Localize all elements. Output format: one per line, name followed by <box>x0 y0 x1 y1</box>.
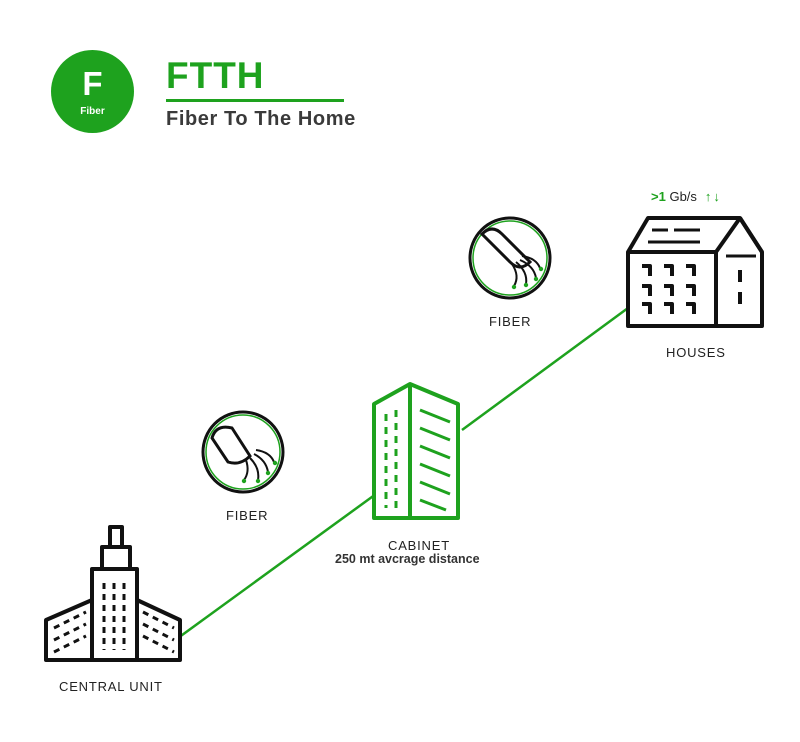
houses-label: HOUSES <box>666 345 726 360</box>
speed-indicator: >1 Gb/s ↑↓ <box>651 189 722 205</box>
cabinet-distance-label: 250 mt avcrage distance <box>335 552 480 566</box>
page-title: FTTH <box>166 55 265 96</box>
speed-value: >1 <box>651 189 666 204</box>
fiber-cable-icon <box>201 410 285 494</box>
title-underline <box>166 99 344 102</box>
logo-word: Fiber <box>80 106 105 117</box>
page-subtitle: Fiber To The Home <box>166 108 356 130</box>
fiber-label-upper: FIBER <box>489 314 532 329</box>
fiber-logo: F Fiber <box>51 50 134 133</box>
building-icon <box>44 525 182 662</box>
logo-letter: F <box>82 65 103 102</box>
fiber-cable-icon <box>468 216 552 300</box>
speed-unit: Gb/s <box>669 189 697 204</box>
fiber-link-cabinet-to-houses <box>461 306 629 432</box>
cabinet-label: CABINET <box>388 538 450 553</box>
house-icon <box>626 216 764 328</box>
fiber-link-central-to-cabinet <box>177 492 377 640</box>
up-down-arrows-icon: ↑↓ <box>704 189 722 204</box>
central-unit-label: CENTRAL UNIT <box>59 679 163 694</box>
cabinet-icon <box>372 382 460 520</box>
fiber-label-lower: FIBER <box>226 508 269 523</box>
